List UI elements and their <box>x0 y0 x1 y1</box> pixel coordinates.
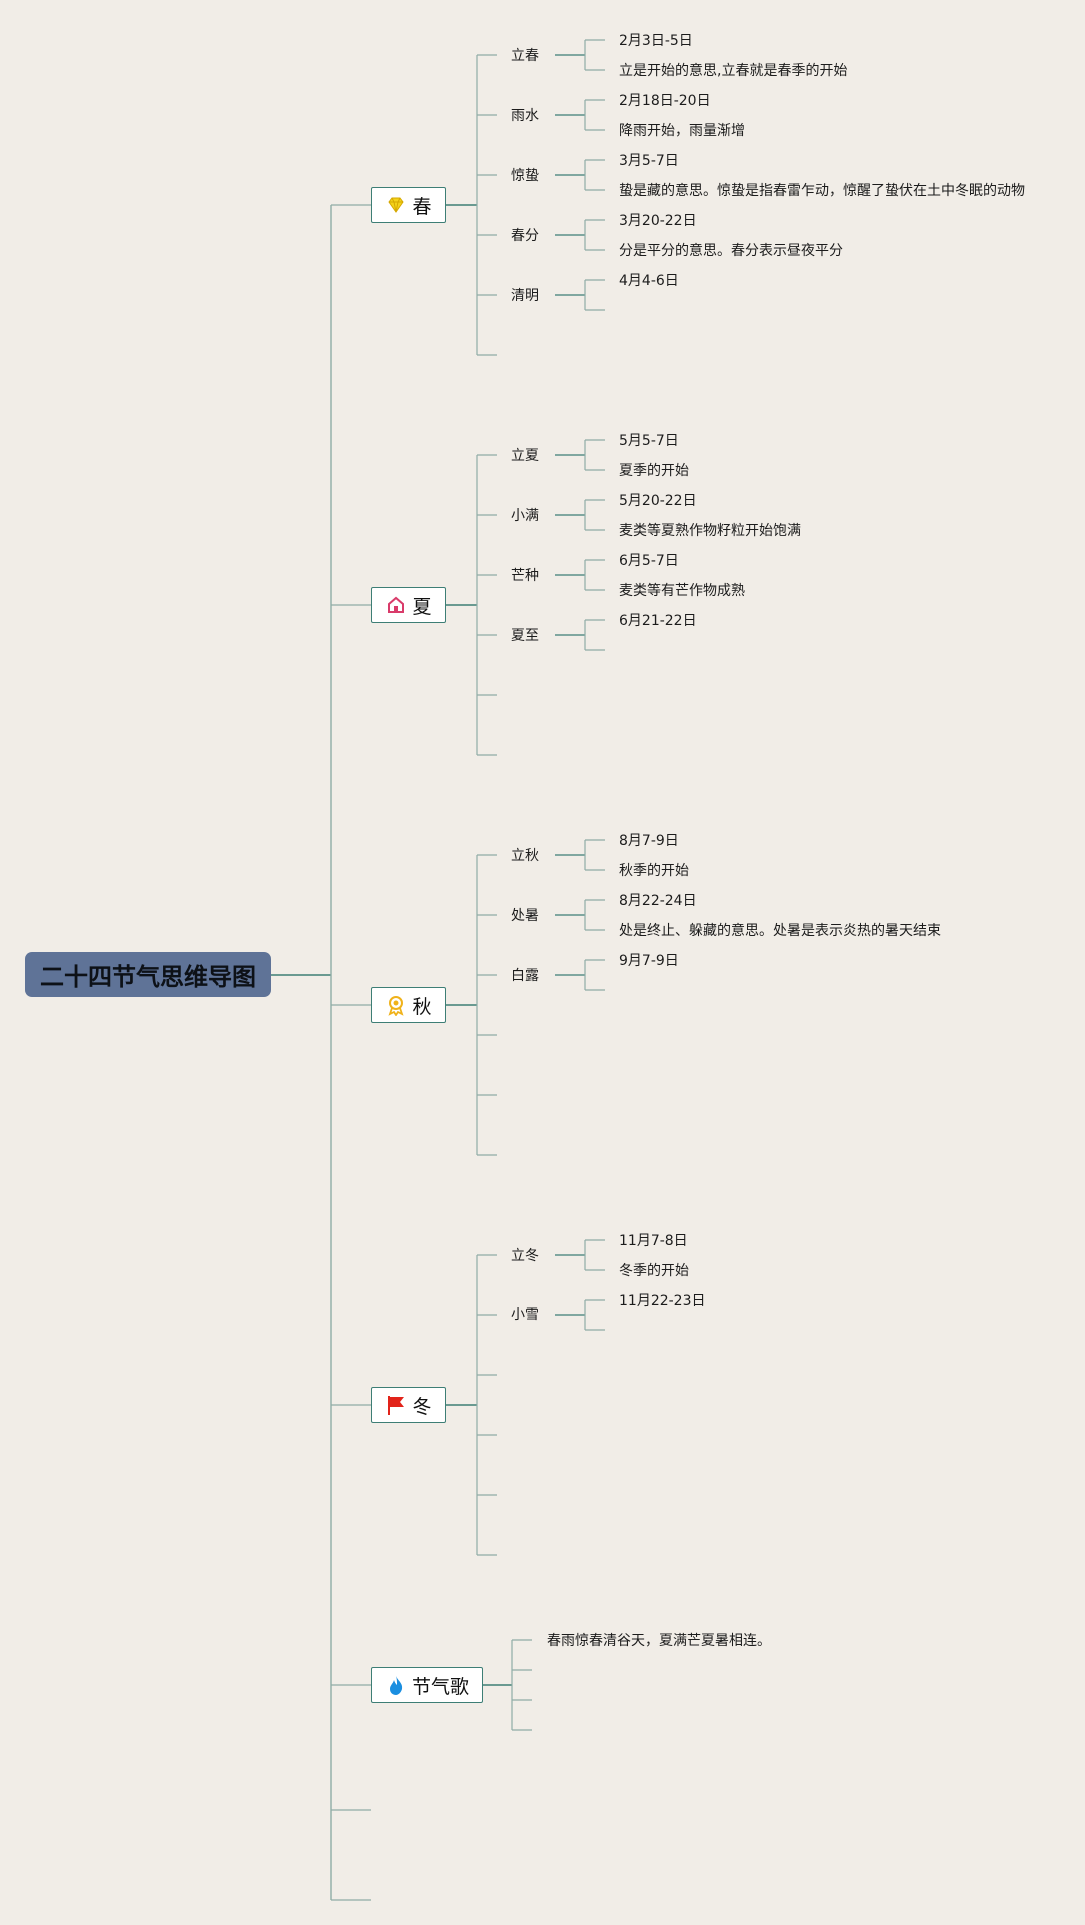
term-description[interactable]: 分是平分的意思。春分表示昼夜平分 <box>619 243 843 259</box>
term-node[interactable]: 雨水 <box>511 108 539 124</box>
term-date[interactable]: 11月7-8日 <box>619 1233 688 1249</box>
term-date[interactable]: 3月5-7日 <box>619 153 679 169</box>
term-date[interactable]: 9月7-9日 <box>619 953 679 969</box>
term-date[interactable]: 11月22-23日 <box>619 1293 706 1309</box>
term-node[interactable]: 立春 <box>511 48 539 64</box>
term-date[interactable]: 2月18日-20日 <box>619 93 711 109</box>
term-date[interactable]: 5月5-7日 <box>619 433 679 449</box>
season-node-spring[interactable]: 春 <box>371 187 446 223</box>
term-description[interactable]: 麦类等夏熟作物籽粒开始饱满 <box>619 523 801 539</box>
term-description[interactable]: 立是开始的意思,立春就是春季的开始 <box>619 63 848 79</box>
term-description[interactable]: 秋季的开始 <box>619 863 689 879</box>
season-label: 节气歌 <box>411 1675 469 1698</box>
term-date[interactable]: 4月4-6日 <box>619 273 679 289</box>
term-node[interactable]: 小雪 <box>511 1307 539 1323</box>
term-node[interactable]: 处暑 <box>511 908 539 924</box>
term-node[interactable]: 小满 <box>511 508 539 524</box>
house-icon <box>385 594 407 616</box>
term-description[interactable]: 麦类等有芒作物成熟 <box>619 583 745 599</box>
term-node[interactable]: 白露 <box>511 968 539 984</box>
term-date[interactable]: 8月22-24日 <box>619 893 697 909</box>
season-node-autumn[interactable]: 秋 <box>371 987 446 1023</box>
season-node-summer[interactable]: 夏 <box>371 587 446 623</box>
term-date[interactable]: 8月7-9日 <box>619 833 679 849</box>
term-date[interactable]: 6月21-22日 <box>619 613 697 629</box>
season-label: 冬 <box>412 1395 432 1418</box>
term-node[interactable]: 立夏 <box>511 448 539 464</box>
flag-icon <box>385 1394 407 1416</box>
term-node[interactable]: 立秋 <box>511 848 539 864</box>
term-description[interactable]: 蛰是藏的意思。惊蛰是指春雷乍动，惊醒了蛰伏在土中冬眠的动物 <box>619 183 1025 199</box>
term-date[interactable]: 3月20-22日 <box>619 213 697 229</box>
term-description[interactable]: 处是终止、躲藏的意思。处暑是表示炎热的暑天结束 <box>619 923 941 939</box>
medal-icon <box>385 994 407 1016</box>
season-label: 春 <box>412 195 432 218</box>
term-node[interactable]: 惊蛰 <box>511 168 539 184</box>
term-date[interactable]: 5月20-22日 <box>619 493 697 509</box>
season-node-song[interactable]: 节气歌 <box>371 1667 483 1703</box>
term-description[interactable]: 夏季的开始 <box>619 463 689 479</box>
season-label: 夏 <box>412 595 432 618</box>
season-label: 秋 <box>412 995 432 1018</box>
term-node[interactable]: 芒种 <box>511 568 539 584</box>
root-topic[interactable]: 二十四节气思维导图 <box>25 952 271 997</box>
diamond-icon <box>385 194 407 216</box>
term-node[interactable]: 夏至 <box>511 628 539 644</box>
song-line[interactable]: 春雨惊春清谷天，夏满芒夏暑相连。 <box>547 1633 771 1649</box>
fire-icon <box>385 1674 407 1696</box>
term-node[interactable]: 清明 <box>511 288 539 304</box>
term-date[interactable]: 2月3日-5日 <box>619 33 693 49</box>
term-description[interactable]: 冬季的开始 <box>619 1263 689 1279</box>
term-node[interactable]: 立冬 <box>511 1248 539 1264</box>
term-date[interactable]: 6月5-7日 <box>619 553 679 569</box>
term-node[interactable]: 春分 <box>511 228 539 244</box>
term-description[interactable]: 降雨开始，雨量渐增 <box>619 123 745 139</box>
season-node-winter[interactable]: 冬 <box>371 1387 446 1423</box>
